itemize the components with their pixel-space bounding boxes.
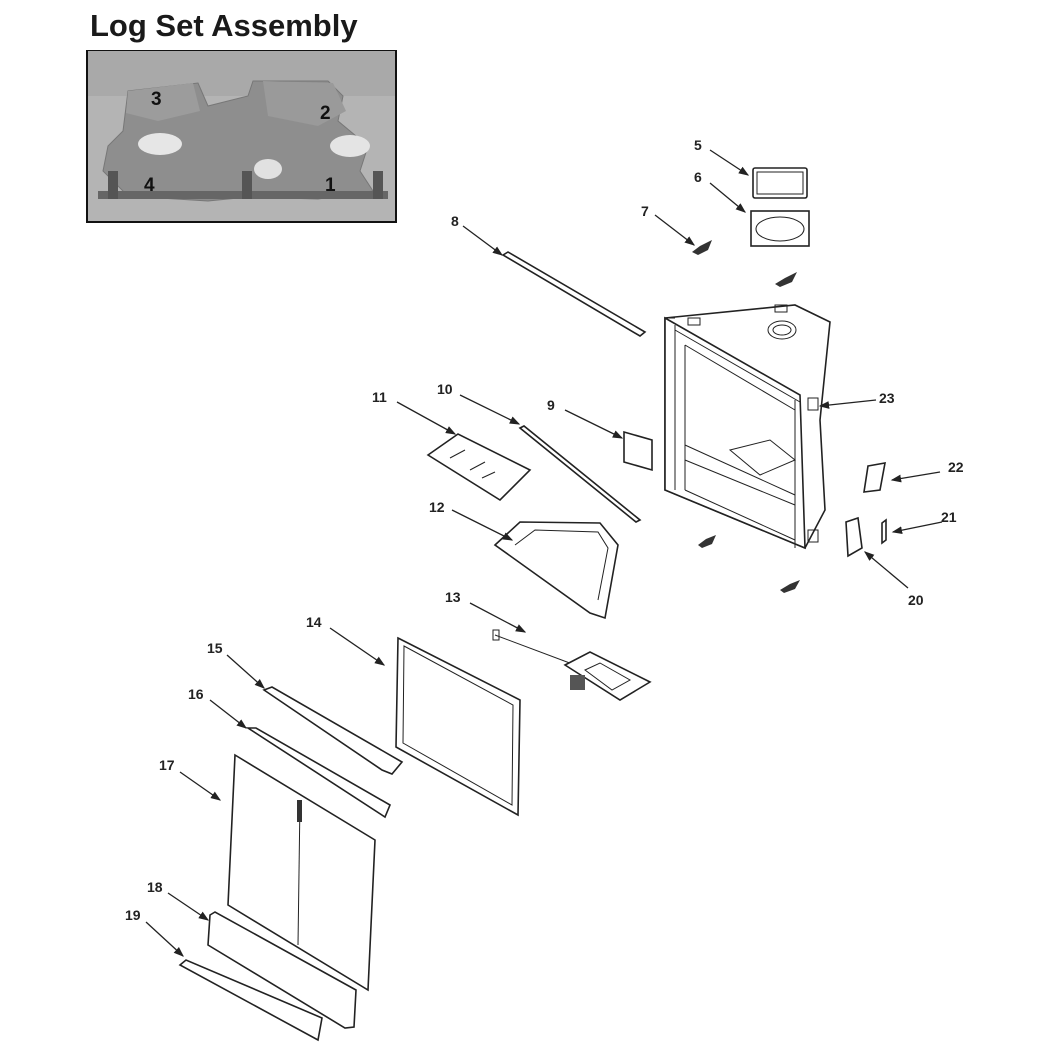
part-12-burner-tray bbox=[493, 521, 619, 620]
callout-21: 21 bbox=[941, 509, 957, 525]
callout-23: 23 bbox=[879, 390, 895, 406]
callout-11: 11 bbox=[372, 389, 387, 405]
part-16-trim bbox=[245, 727, 392, 819]
callout-6: 6 bbox=[694, 169, 702, 185]
callout-20: 20 bbox=[908, 592, 924, 608]
callout-9: 9 bbox=[547, 397, 555, 413]
log-label-4: 4 bbox=[144, 175, 155, 196]
part-11-plate bbox=[426, 433, 532, 502]
firebox bbox=[664, 304, 831, 550]
part-10-rod bbox=[518, 425, 642, 523]
callout-10: 10 bbox=[437, 381, 453, 397]
callout-18: 18 bbox=[147, 879, 163, 895]
part-20-block bbox=[845, 516, 863, 558]
callout-14: 14 bbox=[306, 614, 322, 630]
callout-19: 19 bbox=[125, 907, 141, 923]
callout-5: 5 bbox=[694, 137, 702, 153]
callout-22: 22 bbox=[948, 459, 964, 475]
log-label-2: 2 bbox=[320, 103, 331, 124]
part-19-bottom-plate bbox=[178, 959, 323, 1042]
part-14-glass-frame bbox=[395, 636, 521, 817]
part-7-wing-nut bbox=[692, 240, 712, 255]
part-18-bottom-trim bbox=[207, 911, 357, 1029]
part-17-screen bbox=[227, 753, 376, 992]
part-13-valve-assembly bbox=[492, 629, 652, 701]
callout-8: 8 bbox=[451, 213, 459, 229]
log-set-photo: 1 2 3 4 bbox=[86, 50, 397, 223]
callout-17: 17 bbox=[159, 757, 175, 773]
part-21-disc bbox=[881, 518, 887, 545]
callout-13: 13 bbox=[445, 589, 461, 605]
part-9-bracket bbox=[623, 430, 653, 472]
log-label-3: 3 bbox=[151, 89, 162, 110]
part-8-bar bbox=[501, 251, 647, 337]
part-15-trim bbox=[262, 686, 404, 775]
log-set-image: 1 2 3 4 bbox=[88, 80, 395, 221]
part-22-label bbox=[863, 462, 886, 493]
part-5-cover bbox=[752, 167, 808, 199]
callout-15: 15 bbox=[207, 640, 223, 656]
callout-12: 12 bbox=[429, 499, 445, 515]
callout-7: 7 bbox=[641, 203, 649, 219]
page-title: Log Set Assembly bbox=[90, 8, 358, 43]
callout-16: 16 bbox=[188, 686, 204, 702]
log-label-1: 1 bbox=[325, 175, 336, 196]
